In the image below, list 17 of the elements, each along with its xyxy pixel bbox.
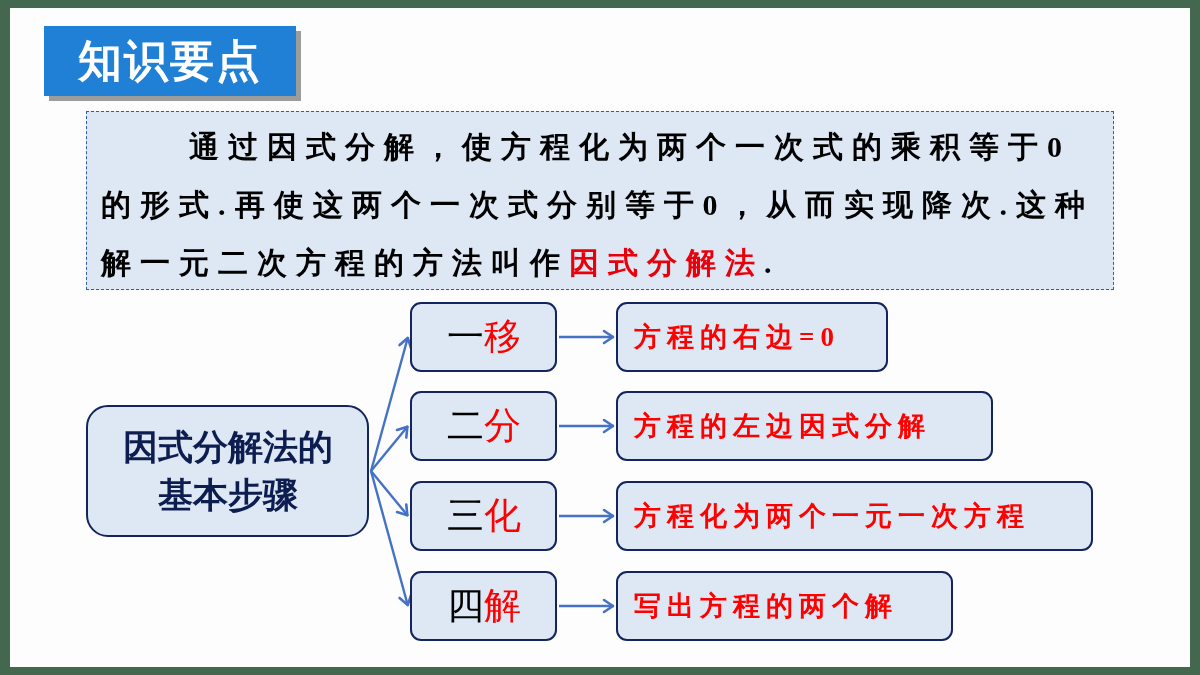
step-box: 四解 (410, 571, 557, 641)
result-box: 方程化为两个一元一次方程 (616, 481, 1093, 551)
arrow (370, 425, 409, 472)
step-box: 三化 (410, 481, 557, 551)
step-box: 二分 (410, 391, 557, 461)
result-box: 方程的左边因式分解 (616, 391, 993, 461)
note-box: 通过因式分解，使方程化为两个一次式的乘积等于0的形式.再使这两个一次式分别等于0，从而实现降次.这种解一元二次方程的方法叫作因式分解法. (86, 111, 1114, 290)
arrow (559, 508, 615, 524)
arrow (559, 418, 615, 434)
arrow (559, 598, 615, 614)
arrow (559, 329, 615, 345)
result-box: 写出方程的两个解 (616, 571, 953, 641)
step-box: 一移 (410, 302, 557, 372)
result-box: 方程的右边=0 (616, 302, 888, 372)
arrow (370, 470, 409, 517)
heading-box: 因式分解法的基本步骤 (86, 405, 369, 537)
title-banner: 知识要点 (44, 26, 296, 96)
